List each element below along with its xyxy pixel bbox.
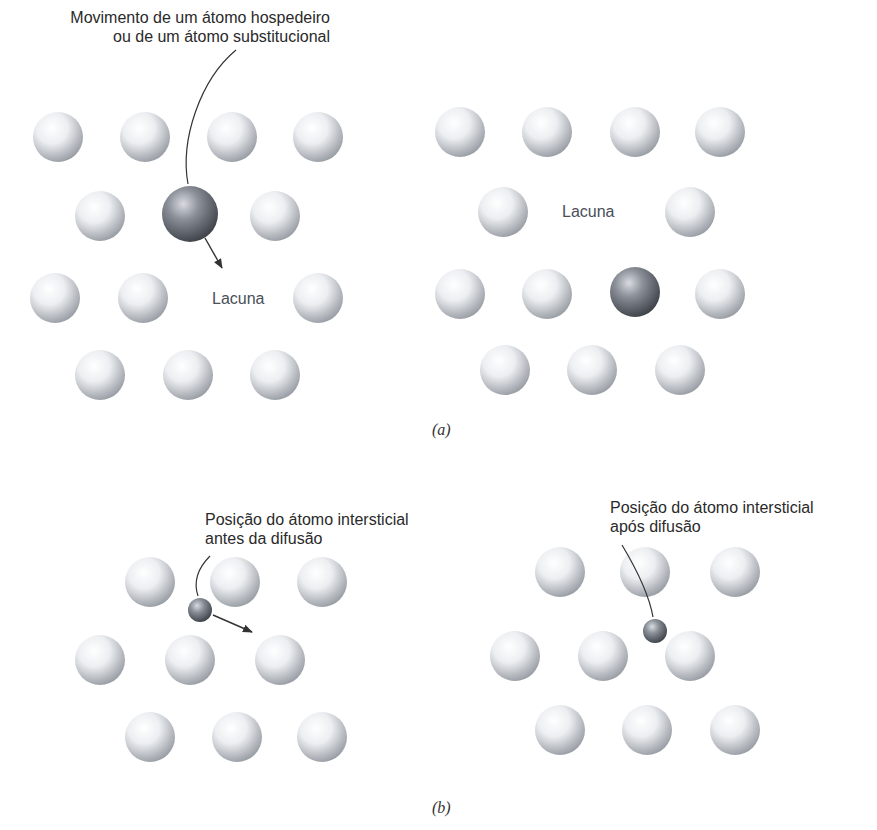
callout-label: Movimento de um átomo hospedeiro ou de u… [58,8,330,46]
vacancy-label: Lacuna [562,202,615,221]
vacancy-label: Lacuna [212,289,265,308]
moving-atoms [162,186,667,643]
callout-label: Posição do átomo intersticial antes da d… [205,510,445,548]
panel-letter: (b) [432,798,451,817]
host-atoms [30,107,760,762]
leader-lines [186,50,653,617]
callout-label: Posição do átomo intersticial após difus… [610,498,850,536]
panel-letter: (a) [432,420,451,439]
